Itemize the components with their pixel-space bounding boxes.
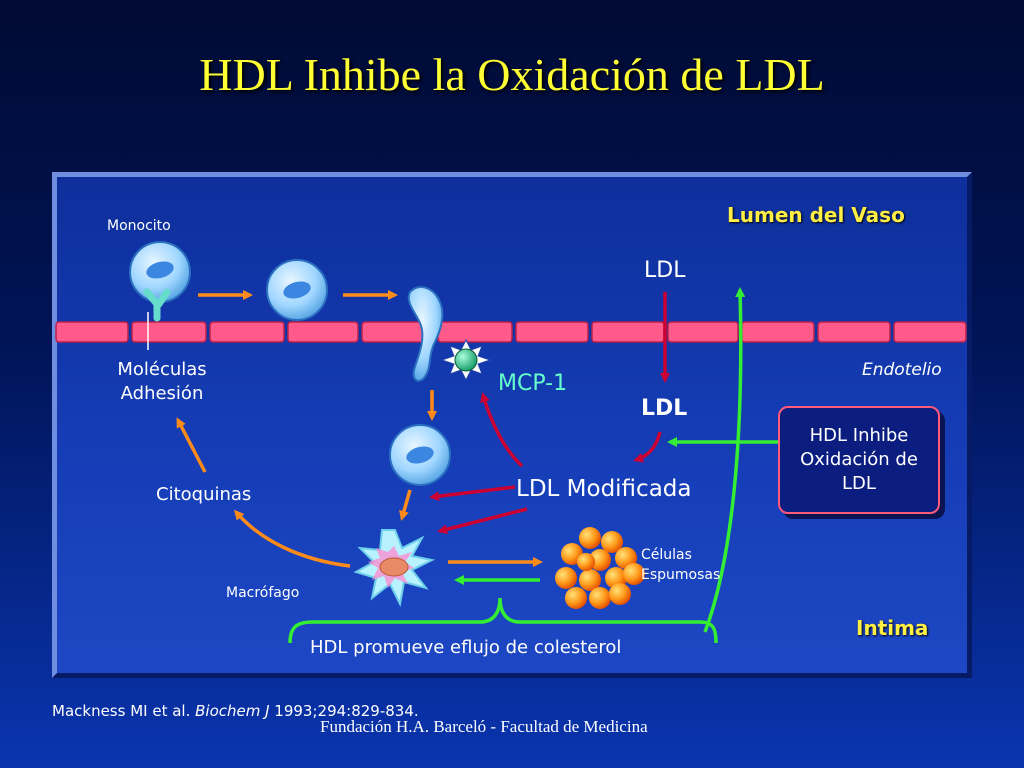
arrow-modificada-to-mcp1	[480, 392, 524, 468]
arrow-citoquinas-to-moleculas	[176, 417, 207, 473]
celulas-line: Células	[641, 547, 692, 563]
adhesion-molecule-icon	[143, 288, 171, 350]
migrating-monocyte	[407, 286, 444, 382]
moleculas-line: Moléculas	[117, 359, 207, 380]
hdl-box-line-1: HDL Inhibe	[809, 425, 909, 446]
citation: Mackness MI et al. Biochem J 1993;294:82…	[52, 702, 419, 720]
hdl-inhibe-box: HDL Inhibe Oxidación de LDL	[778, 406, 940, 514]
green-arrows	[288, 287, 778, 644]
citation-ref: 1993;294:829-834.	[269, 702, 419, 720]
ldl-intima-label: LDL	[641, 396, 688, 421]
hdl-box-text: HDL Inhibe Oxidación de LDL	[784, 424, 934, 496]
citoquinas-label: Citoquinas	[156, 484, 252, 505]
ldl-modificada-label: LDL Modificada	[516, 476, 692, 502]
endotelio-label: Endotelio	[862, 360, 942, 380]
ldl-lumen-label: LDL	[644, 258, 686, 283]
hdl-box-line-3: LDL	[842, 473, 876, 494]
monocito-label: Monocito	[107, 218, 171, 234]
monocyte-cell-3	[389, 424, 451, 486]
arrow-monocyte-3-to-macrophage	[399, 489, 412, 521]
monocyte-cell-1	[129, 241, 191, 303]
slide-title: HDL Inhibe la Oxidación de LDL	[199, 49, 825, 100]
arrow-modificada-to-macrophage	[437, 507, 528, 535]
citation-authors: Mackness MI et al.	[52, 702, 196, 720]
hdl-box-line-2: Oxidación de	[800, 449, 918, 470]
citation-journal: Biochem J	[195, 702, 270, 720]
footer: Fundación H.A. Barceló - Facultad de Med…	[320, 717, 648, 736]
arrow-macrophage-to-citoquinas	[234, 509, 351, 568]
efflux-bracket	[288, 597, 718, 644]
lumen-label: Lumen del Vaso	[727, 203, 905, 227]
mcp1-label: MCP-1	[498, 371, 568, 396]
arrow-modificada-to-monocyte-3	[429, 485, 516, 502]
arrow-ldl-to-modificada	[633, 431, 662, 463]
macrophage-cell	[353, 529, 436, 608]
celulas-espumosas-label: Células Espumosas	[641, 545, 720, 585]
arrow-efflux-to-lumen	[703, 287, 746, 633]
espumosas-line: Espumosas	[641, 567, 721, 583]
foam-cells-cluster	[555, 527, 645, 609]
red-arrows	[429, 292, 670, 535]
orange-arrows	[176, 290, 543, 568]
endothelium-layer	[55, 321, 967, 343]
monocyte-cell-2	[266, 259, 328, 321]
macrofago-label: Macrófago	[226, 585, 300, 601]
hdl-efflux-label: HDL promueve eflujo de colesterol	[310, 637, 622, 658]
mcp1-molecule	[440, 338, 492, 382]
moleculas-adhesion-label: Moléculas Adhesión	[98, 358, 226, 406]
adhesion-line: Adhesión	[120, 383, 204, 404]
intima-label: Intima	[856, 616, 929, 640]
